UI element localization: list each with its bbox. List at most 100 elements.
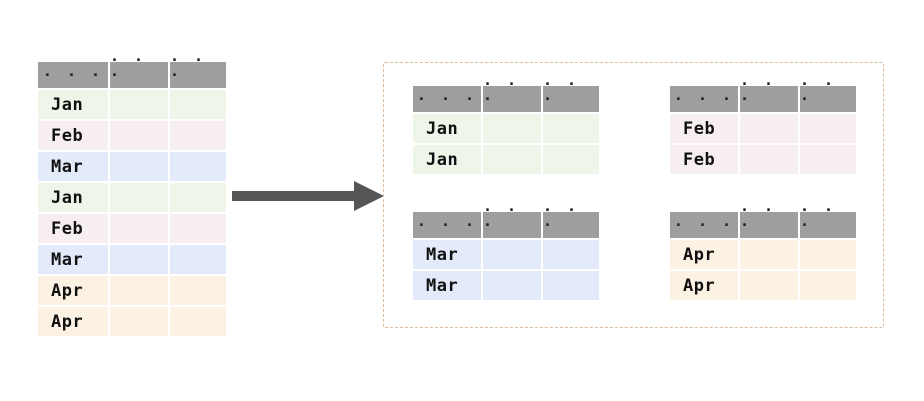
group-feb-header-row: · · · · · · · · · (670, 77, 856, 112)
group-header-cell-0: · · · (413, 212, 481, 238)
row-cell (740, 114, 798, 143)
row-label: Mar (413, 240, 481, 269)
row-cell (740, 271, 798, 300)
row-cell (800, 271, 856, 300)
row-label: Mar (413, 271, 481, 300)
header-dots-icon: · · · (740, 201, 777, 234)
row-label: Jan (413, 145, 481, 174)
row-cell (483, 240, 541, 269)
header-dots-icon: · · · (110, 51, 147, 84)
row-label: Feb (38, 121, 108, 150)
row-cell (740, 145, 798, 174)
header-dots-icon: · · · (740, 75, 777, 108)
row-cell (543, 240, 599, 269)
group-jan-header-row: · · · · · · · · · (413, 77, 599, 112)
row-cell (110, 214, 168, 243)
row-cell (110, 245, 168, 274)
row-label: Feb (670, 114, 738, 143)
header-dots-icon: · · · (170, 51, 207, 84)
table-row: Apr (38, 307, 226, 336)
group-table-mar: · · · · · · · · · Mar Mar (413, 203, 599, 300)
table-row: Mar (413, 240, 599, 269)
source-table-header-row: · · · · · · · · · (38, 53, 226, 88)
row-cell (800, 114, 856, 143)
table-row: Jan (413, 114, 599, 143)
header-dots-icon: · · · (800, 75, 837, 108)
table-row: Mar (38, 245, 226, 274)
group-header-cell-1: · · · (483, 203, 541, 238)
table-row: Apr (670, 240, 856, 269)
row-label: Jan (38, 183, 108, 212)
row-cell (170, 121, 226, 150)
table-row: Mar (413, 271, 599, 300)
table-row: Apr (670, 271, 856, 300)
header-dots-icon: · · · (543, 75, 580, 108)
row-label: Mar (38, 152, 108, 181)
row-cell (170, 307, 226, 336)
row-label: Apr (38, 276, 108, 305)
table-row: Jan (38, 90, 226, 119)
header-dots-icon: · · · (543, 201, 580, 234)
group-header-cell-1: · · · (483, 77, 541, 112)
row-cell (543, 114, 599, 143)
group-table-apr: · · · · · · · · · Apr Apr (670, 203, 856, 300)
row-cell (110, 276, 168, 305)
group-table-jan: · · · · · · · · · Jan Jan (413, 77, 599, 174)
header-dots-icon: · · · (483, 75, 520, 108)
group-apr-header-row: · · · · · · · · · (670, 203, 856, 238)
row-cell (110, 307, 168, 336)
row-cell (110, 90, 168, 119)
source-header-cell-1: · · · (110, 53, 168, 88)
row-cell (483, 114, 541, 143)
source-table: · · · · · · · · · Jan Feb Mar Jan (38, 53, 226, 336)
row-label: Jan (38, 90, 108, 119)
table-row: Feb (38, 121, 226, 150)
table-row: Feb (670, 114, 856, 143)
row-label: Apr (670, 240, 738, 269)
group-table-feb: · · · · · · · · · Feb Feb (670, 77, 856, 174)
row-cell (170, 183, 226, 212)
table-row: Jan (38, 183, 226, 212)
row-label: Feb (670, 145, 738, 174)
row-cell (110, 183, 168, 212)
row-cell (543, 145, 599, 174)
header-dots-icon: · · · (416, 216, 478, 234)
header-dots-icon: · · · (673, 216, 735, 234)
row-cell (740, 240, 798, 269)
row-cell (543, 271, 599, 300)
row-cell (170, 90, 226, 119)
table-row: Feb (38, 214, 226, 243)
arrow-right-icon (232, 181, 384, 211)
group-header-cell-2: · · · (543, 203, 599, 238)
row-cell (800, 240, 856, 269)
group-mar-header-row: · · · · · · · · · (413, 203, 599, 238)
group-header-cell-2: · · · (800, 77, 856, 112)
table-row: Apr (38, 276, 226, 305)
table-row: Feb (670, 145, 856, 174)
row-label: Apr (670, 271, 738, 300)
transform-arrow (232, 178, 390, 214)
group-header-cell-1: · · · (740, 203, 798, 238)
row-cell (110, 121, 168, 150)
header-dots-icon: · · · (483, 201, 520, 234)
group-header-cell-2: · · · (543, 77, 599, 112)
row-cell (170, 276, 226, 305)
source-header-cell-0: · · · (38, 62, 108, 88)
row-cell (170, 214, 226, 243)
header-dots-icon: · · · (42, 66, 104, 84)
row-label: Mar (38, 245, 108, 274)
group-header-cell-0: · · · (413, 86, 481, 112)
row-label: Apr (38, 307, 108, 336)
group-header-cell-2: · · · (800, 203, 856, 238)
row-cell (170, 152, 226, 181)
group-header-cell-0: · · · (670, 212, 738, 238)
header-dots-icon: · · · (673, 90, 735, 108)
group-header-cell-0: · · · (670, 86, 738, 112)
row-label: Jan (413, 114, 481, 143)
table-row: Jan (413, 145, 599, 174)
group-container (383, 62, 884, 328)
header-dots-icon: · · · (800, 201, 837, 234)
header-dots-icon: · · · (416, 90, 478, 108)
row-cell (110, 152, 168, 181)
